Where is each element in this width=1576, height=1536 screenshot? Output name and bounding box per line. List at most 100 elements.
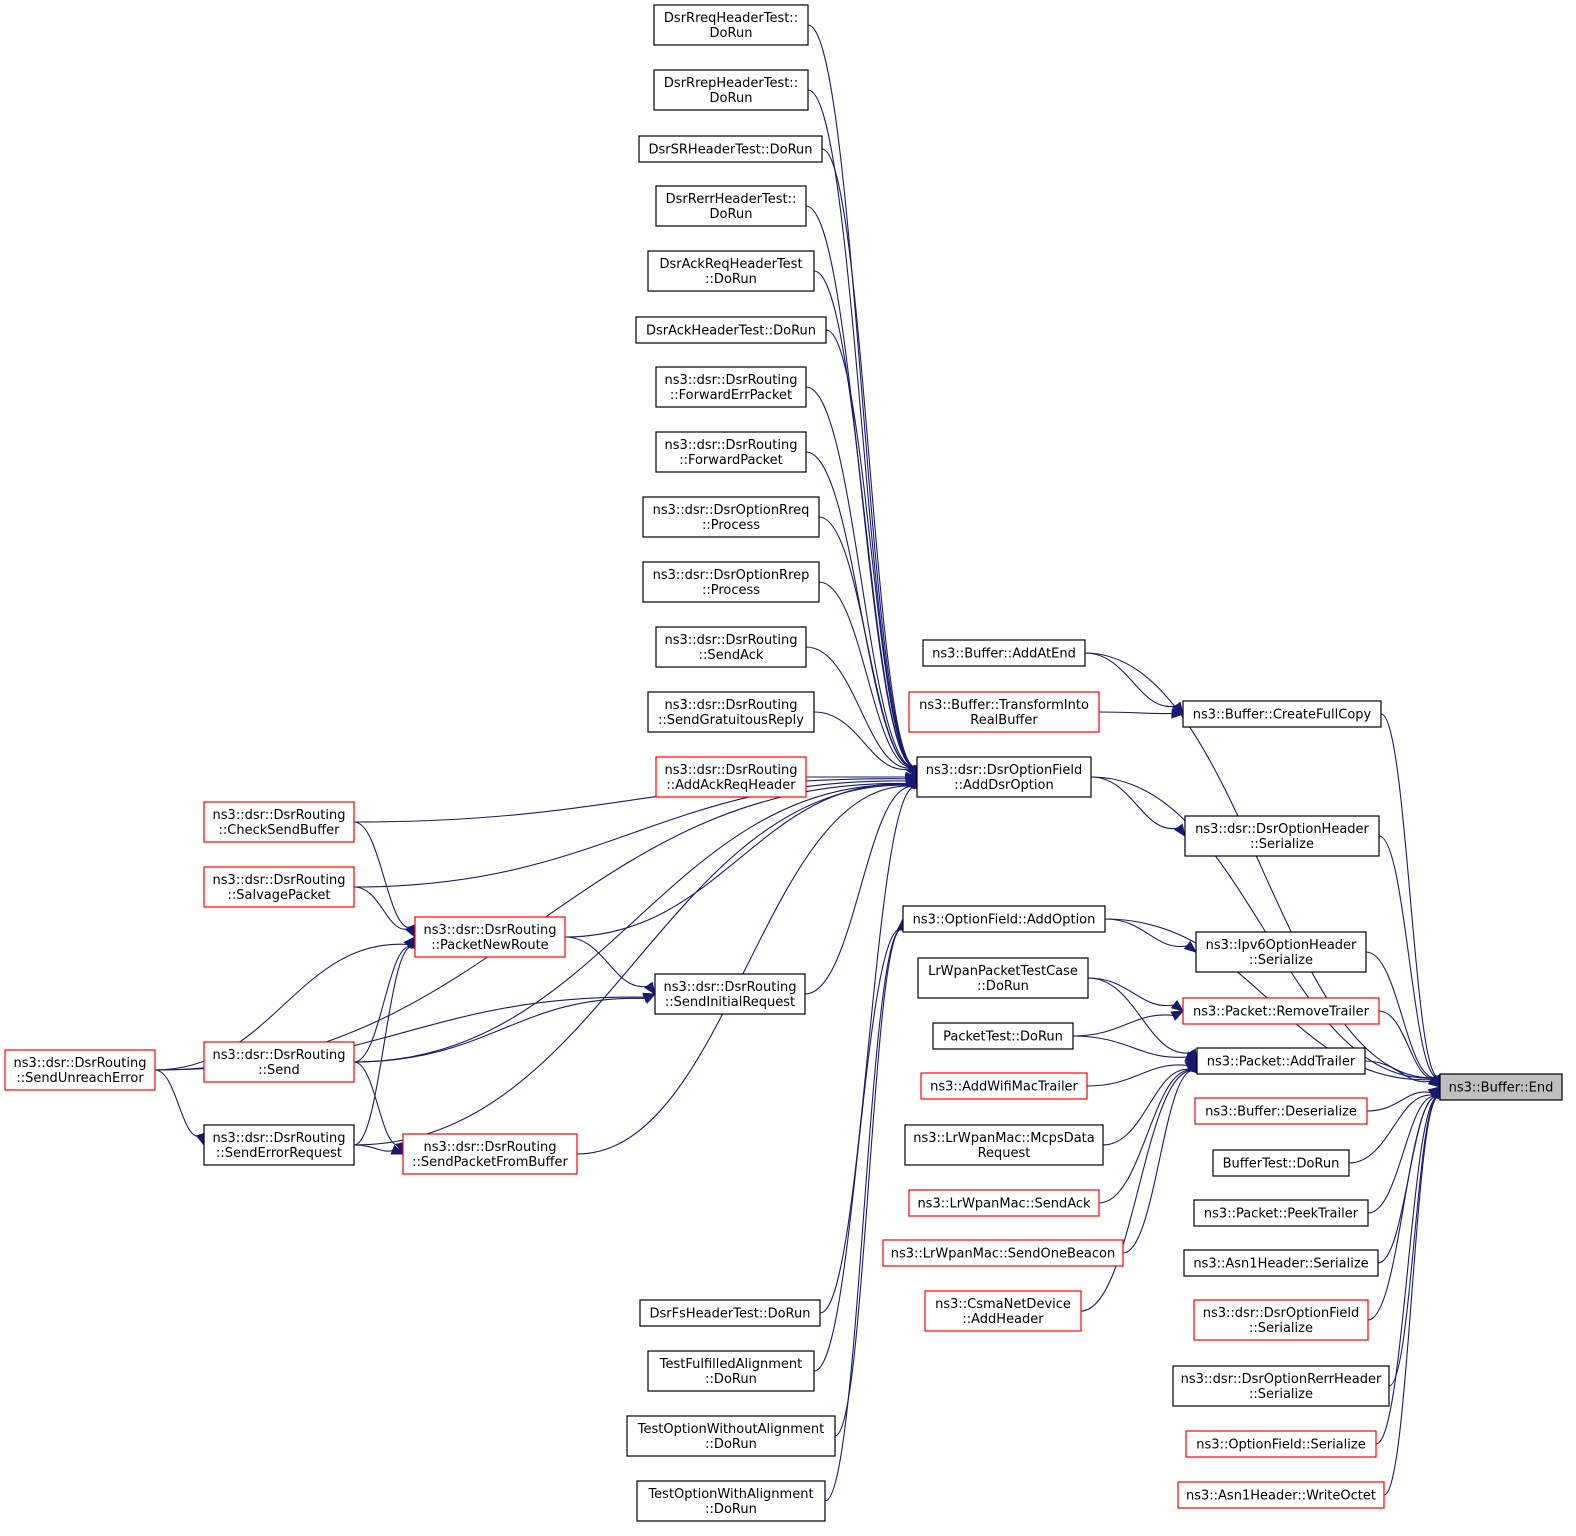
graph-node-senderrreq[interactable]: ns3::dsr::DsrRouting::SendErrorRequest bbox=[203, 1124, 355, 1166]
arrowhead bbox=[644, 981, 656, 996]
edge-line bbox=[1072, 1035, 1188, 1058]
node-box bbox=[638, 135, 823, 163]
node-label-line: ns3::dsr::DsrRouting bbox=[424, 1140, 557, 1155]
graph-node-fwdpkt[interactable]: ns3::dsr::DsrRouting::ForwardPacket bbox=[655, 431, 807, 473]
call-edge-addoption-to-ipv6hdr bbox=[1104, 918, 1198, 953]
edge-line bbox=[1367, 1096, 1439, 1321]
graph-node-salvage[interactable]: ns3::dsr::DsrRouting::SalvagePacket bbox=[203, 866, 355, 908]
graph-node-errtest[interactable]: DsrRerrHeaderTest::DoRun bbox=[655, 185, 807, 227]
graph-node-buftest[interactable]: BufferTest::DoRun bbox=[1212, 1149, 1350, 1177]
graph-node-fstest[interactable]: DsrFsHeaderTest::DoRun bbox=[639, 1299, 821, 1327]
graph-node-acktest[interactable]: DsrAckHeaderTest::DoRun bbox=[635, 316, 827, 344]
graph-node-writeoctet[interactable]: ns3::Asn1Header::WriteOctet bbox=[1177, 1481, 1385, 1509]
graph-node-addoption[interactable]: ns3::OptionField::AddOption bbox=[902, 905, 1106, 933]
node-box bbox=[1193, 1199, 1369, 1227]
graph-node-asn1ser[interactable]: ns3::Asn1Header::Serialize bbox=[1183, 1249, 1379, 1277]
node-box bbox=[1185, 1430, 1377, 1458]
graph-node-rerrser[interactable]: ns3::dsr::DsrOptionRerrHeader::Serialize bbox=[1172, 1365, 1390, 1407]
graph-node-packettest[interactable]: PacketTest::DoRun bbox=[932, 1022, 1074, 1050]
graph-node-adddsropt[interactable]: ns3::dsr::DsrOptionField::AddDsrOption bbox=[916, 756, 1092, 798]
call-edge-checksend-to-adddsropt bbox=[353, 773, 919, 823]
graph-node-dsrfieldser[interactable]: ns3::dsr::DsrOptionField::Serialize bbox=[1193, 1299, 1369, 1341]
graph-node-optrrep[interactable]: ns3::dsr::DsrOptionRrep::Process bbox=[642, 561, 820, 603]
graph-node-ipv6hdr[interactable]: ns3::Ipv6OptionHeader::Serialize bbox=[1195, 931, 1367, 973]
graph-node-addtrailer[interactable]: ns3::Packet::AddTrailer bbox=[1196, 1047, 1366, 1075]
graph-node-rmtrailer[interactable]: ns3::Packet::RemoveTrailer bbox=[1182, 997, 1380, 1025]
call-edge-packettest-to-rmtrailer bbox=[1072, 1010, 1185, 1037]
edge-line bbox=[1087, 977, 1176, 1007]
node-label-line: ::Send bbox=[258, 1063, 300, 1078]
graph-node-addatend[interactable]: ns3::Buffer::AddAtEnd bbox=[922, 639, 1086, 667]
call-edge-dsrhdr-to-end bbox=[1378, 835, 1444, 1089]
graph-node-withoutalign[interactable]: TestOptionWithoutAlignment::DoRun bbox=[626, 1415, 836, 1457]
node-label-line: ns3::dsr::DsrOptionRreq bbox=[653, 503, 810, 518]
node-label-line: ns3::dsr::DsrOptionHeader bbox=[1195, 822, 1369, 837]
graph-node-dsrhdr[interactable]: ns3::dsr::DsrOptionHeader::Serialize bbox=[1184, 815, 1380, 857]
call-edges bbox=[154, 24, 1445, 1502]
graph-node-lrsendack[interactable]: ns3::LrWpanMac::SendAck bbox=[908, 1189, 1100, 1217]
node-label-line: ::Process bbox=[702, 583, 760, 598]
graph-node-sendunreach[interactable]: ns3::dsr::DsrRouting::SendUnreachError bbox=[4, 1049, 156, 1091]
node-label-line: ::PacketNewRoute bbox=[431, 938, 548, 953]
graph-node-wifitrailer[interactable]: ns3::AddWifiMacTrailer bbox=[920, 1072, 1088, 1100]
node-box bbox=[653, 4, 809, 46]
node-box bbox=[639, 1299, 821, 1327]
node-label-line: ::DoRun bbox=[705, 1437, 757, 1452]
node-label-line: ns3::dsr::DsrOptionField bbox=[1203, 1306, 1359, 1321]
graph-node-withalign[interactable]: TestOptionWithAlignment::DoRun bbox=[636, 1480, 826, 1522]
edge-line bbox=[1380, 713, 1440, 1078]
edge-line bbox=[353, 778, 908, 823]
graph-node-ackreqtest[interactable]: DsrAckReqHeaderTest::DoRun bbox=[647, 250, 815, 292]
graph-node-optfieldser[interactable]: ns3::OptionField::Serialize bbox=[1185, 1430, 1377, 1458]
graph-node-sendack[interactable]: ns3::dsr::DsrRouting::SendAck bbox=[655, 626, 807, 668]
call-edge-beacon-to-addtrailer bbox=[1122, 1059, 1201, 1254]
call-edge-asn1ser-to-end bbox=[1377, 1085, 1444, 1264]
call-edge-errtest-to-adddsropt bbox=[805, 205, 922, 779]
graph-node-checksend[interactable]: ns3::dsr::DsrRouting::CheckSendBuffer bbox=[203, 801, 355, 843]
call-edge-addatend-to-fullcopy bbox=[1084, 652, 1184, 716]
graph-node-pktnewroute[interactable]: ns3::dsr::DsrRouting::PacketNewRoute bbox=[414, 916, 566, 958]
graph-node-lrwpantest[interactable]: LrWpanPacketTestCase::DoRun bbox=[917, 957, 1089, 999]
graph-node-deserialize[interactable]: ns3::Buffer::Deserialize bbox=[1194, 1097, 1368, 1125]
call-edge-sendinitial-to-adddsropt bbox=[804, 775, 920, 995]
edge-line bbox=[807, 24, 917, 768]
edge-line bbox=[1098, 1069, 1195, 1204]
arrowhead bbox=[404, 924, 416, 939]
edge-line bbox=[1378, 1010, 1437, 1079]
node-label-line: ns3::dsr::DsrRouting bbox=[424, 923, 557, 938]
graph-node-fwderr[interactable]: ns3::dsr::DsrRouting::ForwardErrPacket bbox=[655, 366, 807, 408]
node-box bbox=[655, 366, 807, 408]
graph-node-srtest[interactable]: DsrSRHeaderTest::DoRun bbox=[638, 135, 823, 163]
edge-line bbox=[1383, 1096, 1440, 1496]
node-box bbox=[626, 1415, 836, 1457]
graph-node-gratuitous[interactable]: ns3::dsr::DsrRouting::SendGratuitousRepl… bbox=[647, 691, 815, 733]
graph-node-reptest[interactable]: DsrRrepHeaderTest::DoRun bbox=[653, 69, 809, 111]
edge-line bbox=[1388, 1096, 1440, 1387]
edge-line bbox=[1378, 835, 1440, 1078]
graph-node-optrreq[interactable]: ns3::dsr::DsrOptionRreq::Process bbox=[642, 496, 820, 538]
graph-node-fulfilled[interactable]: TestFulfilledAlignment::DoRun bbox=[647, 1350, 815, 1392]
node-box bbox=[1196, 1047, 1366, 1075]
graph-node-csma[interactable]: ns3::CsmaNetDevice::AddHeader bbox=[924, 1290, 1082, 1332]
edge-line bbox=[825, 329, 917, 768]
node-box bbox=[922, 639, 1086, 667]
edge-line bbox=[353, 886, 411, 930]
call-edge-withoutalign-to-addoption bbox=[834, 917, 908, 1437]
graph-node-ackreqhdr[interactable]: ns3::dsr::DsrRouting::AddAckReqHeader bbox=[655, 756, 807, 798]
node-label-line: RealBuffer bbox=[970, 713, 1038, 728]
node-box bbox=[653, 69, 809, 111]
node-label-line: ns3::Asn1Header::WriteOctet bbox=[1186, 1489, 1376, 1504]
graph-node-sendinitial[interactable]: ns3::dsr::DsrRouting::SendInitialRequest bbox=[654, 973, 806, 1015]
node-label-line: ns3::LrWpanMac::McpsData bbox=[913, 1131, 1094, 1146]
node-label-line: BufferTest::DoRun bbox=[1223, 1157, 1340, 1172]
graph-node-rreqtest[interactable]: DsrRreqHeaderTest::DoRun bbox=[653, 4, 809, 46]
edge-line bbox=[813, 270, 917, 768]
graph-node-beacon[interactable]: ns3::LrWpanMac::SendOneBeacon bbox=[882, 1239, 1124, 1267]
graph-node-fullcopy[interactable]: ns3::Buffer::CreateFullCopy bbox=[1182, 700, 1382, 728]
graph-node-send[interactable]: ns3::dsr::DsrRouting::Send bbox=[203, 1041, 355, 1083]
graph-node-sendfrombuf[interactable]: ns3::dsr::DsrRouting::SendPacketFromBuff… bbox=[402, 1133, 578, 1175]
graph-node-peektrailer[interactable]: ns3::Packet::PeekTrailer bbox=[1193, 1199, 1369, 1227]
node-label-line: ns3::LrWpanMac::SendAck bbox=[917, 1197, 1091, 1212]
